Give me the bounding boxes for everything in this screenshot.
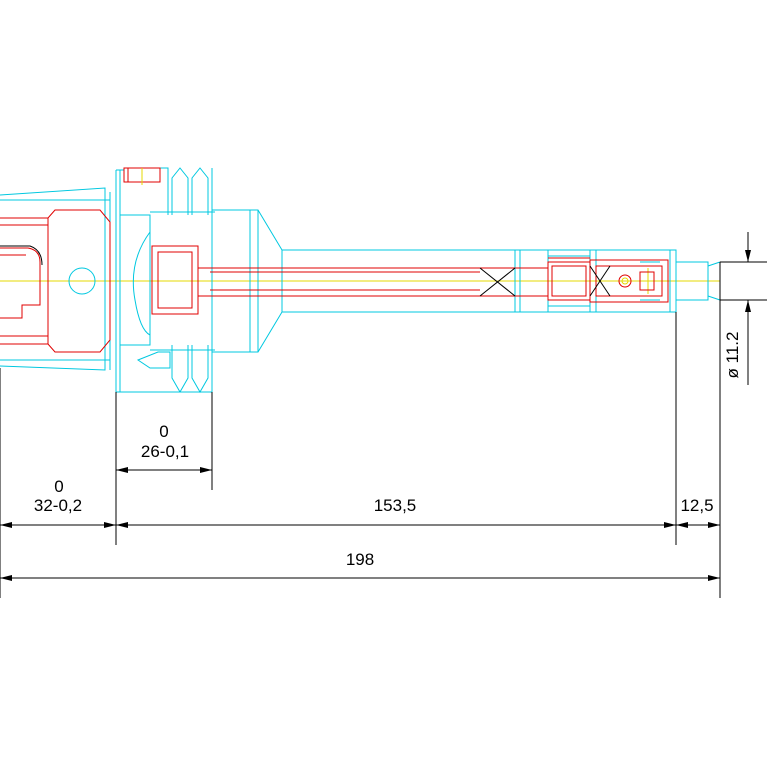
len-12: 12,5: [680, 496, 713, 515]
len-153: 153,5: [374, 496, 417, 515]
dimension-chain: [0, 522, 720, 528]
holder-detail: [0, 209, 111, 353]
diameter-label: ø 11.2: [723, 332, 742, 379]
extension-lines: [0, 261, 767, 598]
tol-26-main: 26-0,1: [141, 442, 189, 461]
tol-32-upper: 0: [54, 477, 63, 496]
tol-26-upper: 0: [159, 422, 168, 441]
dimension-26: [116, 467, 212, 473]
flange-outline: [123, 167, 213, 394]
len-198: 198: [346, 550, 374, 569]
dimension-diameter: [745, 232, 751, 385]
retention-detail: [151, 245, 548, 315]
collet-detail: [547, 257, 669, 303]
tol-32-main: 32-0,2: [34, 496, 82, 515]
top-insert-detail: [123, 167, 161, 185]
dimension-198: [0, 575, 720, 581]
cross-marks: [479, 265, 611, 297]
